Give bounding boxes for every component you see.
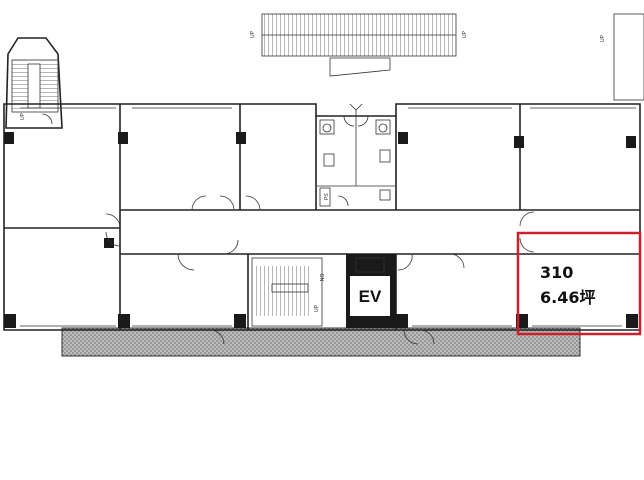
right-stair-up-label: UP <box>600 34 606 42</box>
window-marks <box>20 107 636 327</box>
central-stair-up-label: UP <box>314 304 320 312</box>
central-stair: DN UP <box>251 257 324 327</box>
doors <box>105 195 535 345</box>
left-stair-tower: UP <box>5 37 63 129</box>
stair-up-label-2: UP <box>462 30 468 38</box>
unit-area: 6.46坪 <box>540 288 595 307</box>
central-stair-dn-label: DN <box>318 274 324 282</box>
unit-highlight-border <box>516 231 642 336</box>
building-outline <box>3 103 641 331</box>
top-right-stair: UP <box>600 13 644 101</box>
top-exterior-stair: UP UP <box>250 13 468 77</box>
stair-up-label: UP <box>250 30 256 38</box>
tower-up-label: UP <box>20 112 26 120</box>
ps-label: PS <box>324 193 330 200</box>
unit-number: 310 <box>540 263 573 282</box>
elevator-label: EV <box>359 287 382 306</box>
terrace <box>61 327 581 357</box>
columns <box>4 132 638 328</box>
restroom-core: PS <box>316 103 396 207</box>
elevator: EV <box>346 254 396 328</box>
unit-310[interactable]: 310 6.46坪 <box>516 231 642 336</box>
